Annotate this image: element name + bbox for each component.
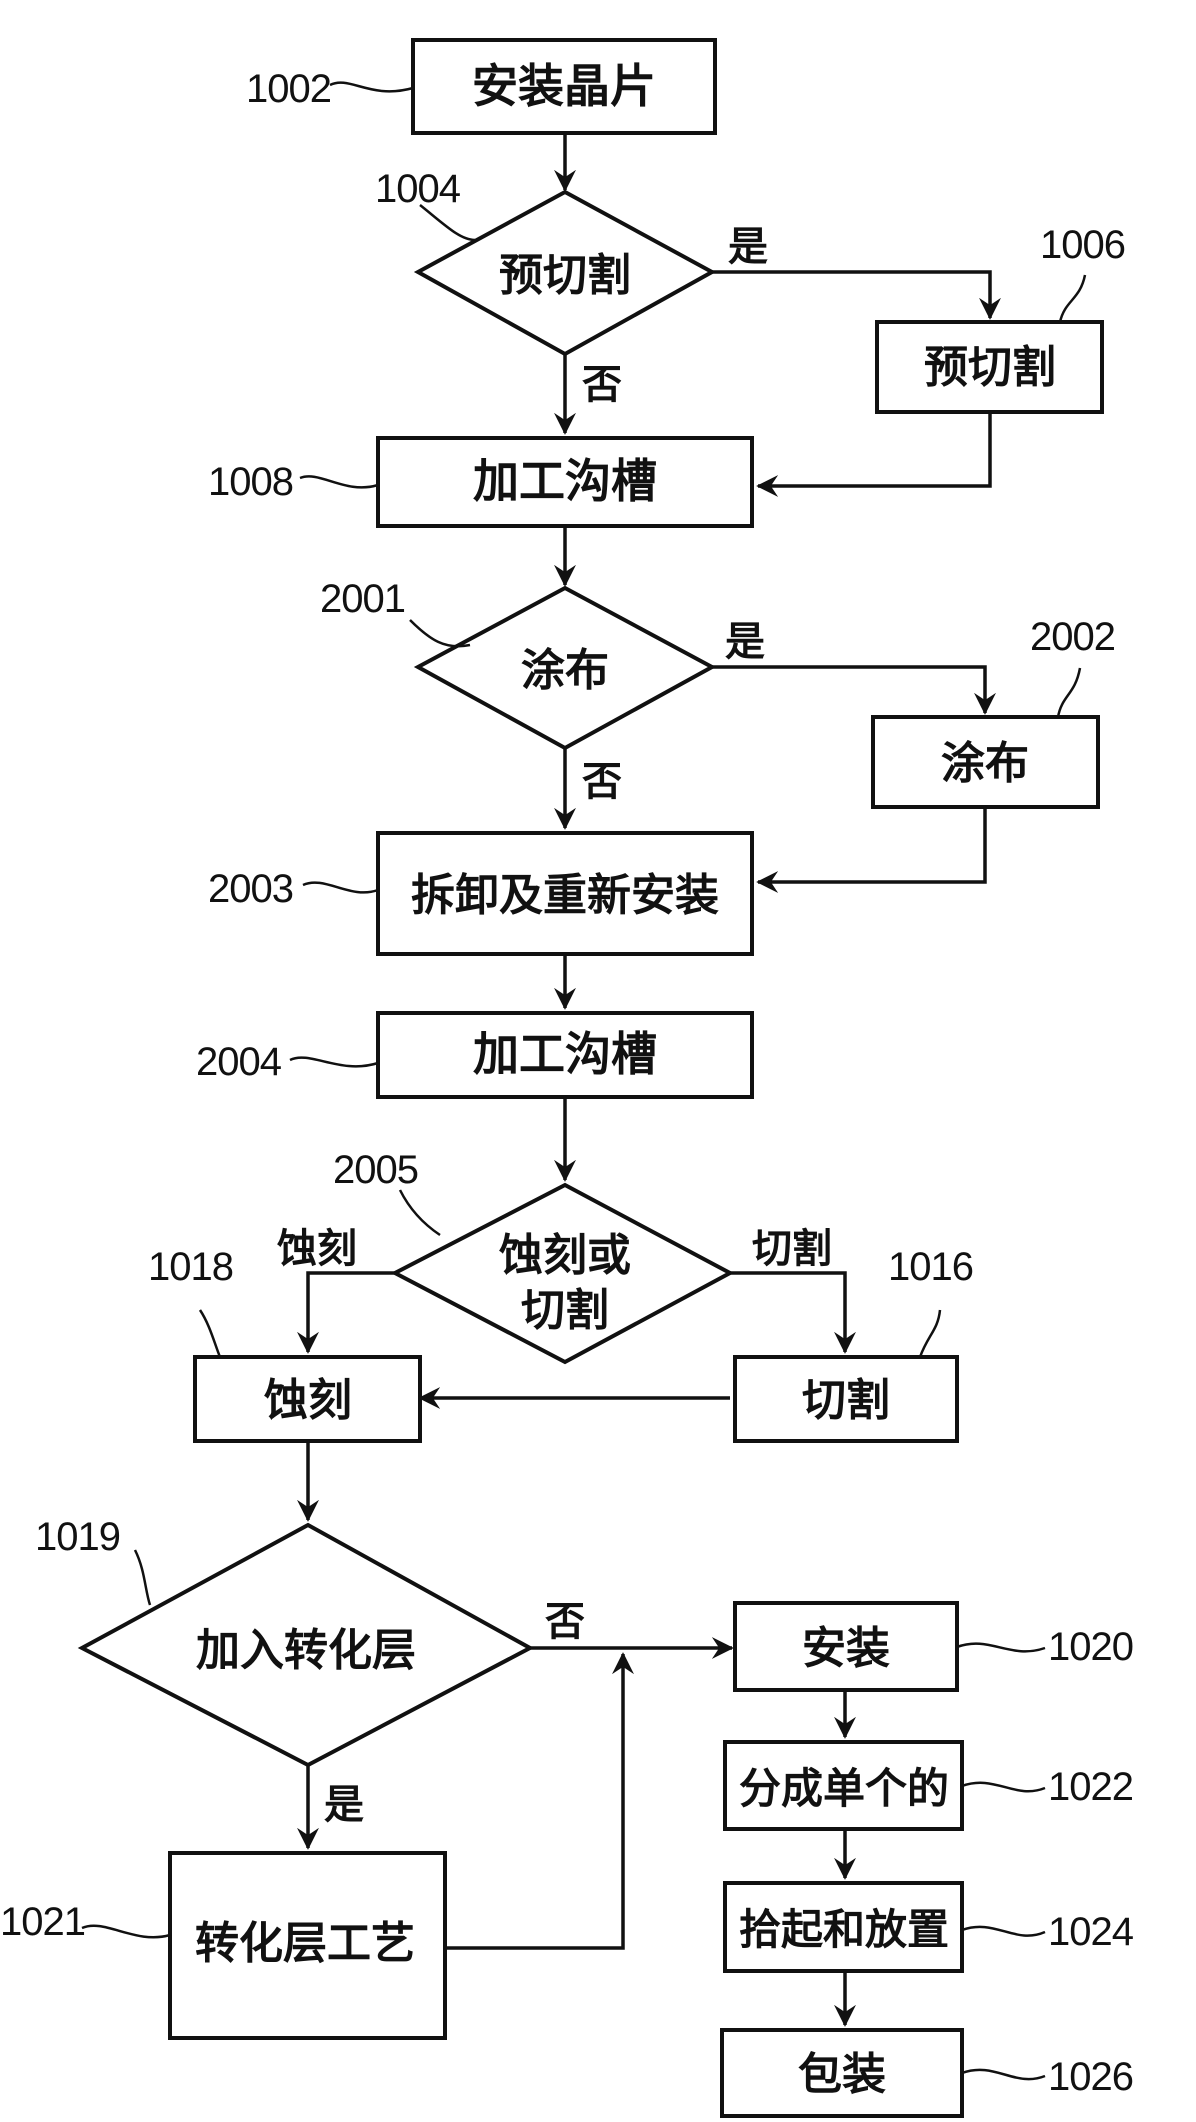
node-2002: 涂布 2002 — [873, 615, 1115, 807]
node-2004-ref: 2004 — [196, 1040, 282, 1084]
edge-1004-yes-label: 是 — [728, 223, 768, 270]
edge-1019-no-label: 否 — [545, 1598, 585, 1645]
node-1002-label: 安装晶片 — [472, 59, 656, 113]
decision-1004-label: 预切割 — [499, 250, 631, 301]
decision-2005: 蚀刻或 切割 2005 — [333, 1148, 730, 1362]
node-1026-label: 包装 — [798, 2049, 886, 2100]
decision-2001-label: 涂布 — [521, 645, 609, 696]
node-2002-label: 涂布 — [941, 738, 1029, 789]
node-1008-ref: 1008 — [208, 460, 293, 504]
decision-1019-ref: 1019 — [35, 1515, 120, 1559]
decision-2001-ref: 2001 — [320, 577, 405, 621]
decision-1019-label: 加入转化层 — [196, 1625, 416, 1676]
node-1022-label: 分成单个的 — [739, 1764, 949, 1813]
node-1021: 转化层工艺 1021 — [0, 1853, 445, 2038]
node-1026-ref: 1026 — [1048, 2055, 1133, 2099]
edge-1004-no-label: 否 — [582, 361, 622, 408]
decision-2005-label-line2: 切割 — [521, 1285, 609, 1336]
node-1006-label: 预切割 — [924, 342, 1056, 393]
decision-1004-ref: 1004 — [375, 167, 461, 211]
node-1024-label: 拾起和放置 — [739, 1905, 949, 1954]
node-1006: 预切割 1006 — [877, 223, 1125, 412]
node-1002: 安装晶片 1002 — [246, 40, 715, 133]
node-1026: 包装 1026 — [722, 2030, 1133, 2116]
edge-2001-no-label: 否 — [582, 758, 622, 805]
node-1022-ref: 1022 — [1048, 1765, 1133, 1809]
node-1021-label: 转化层工艺 — [195, 1918, 415, 1969]
node-1018-ref: 1018 — [148, 1245, 233, 1289]
node-1024-ref: 1024 — [1048, 1910, 1134, 1954]
edge-2005-cut-label: 切割 — [752, 1225, 832, 1272]
edge-2001-yes-label: 是 — [725, 618, 765, 665]
edge-2005-etch-label: 蚀刻 — [277, 1225, 357, 1272]
node-2003-ref: 2003 — [208, 867, 293, 911]
edge-1019-yes-label: 是 — [324, 1781, 364, 1828]
node-1024: 拾起和放置 1024 — [725, 1883, 1134, 1971]
decision-1004: 预切割 1004 — [375, 167, 712, 354]
node-2003: 拆卸及重新安装 2003 — [208, 833, 752, 954]
node-2004: 加工沟槽 2004 — [196, 1013, 752, 1097]
node-1020-label: 安装 — [802, 1623, 890, 1674]
node-1006-ref: 1006 — [1040, 223, 1125, 267]
decision-2005-label-line1: 蚀刻或 — [499, 1230, 631, 1281]
decision-1019: 加入转化层 1019 — [35, 1515, 530, 1765]
node-1008: 加工沟槽 1008 — [208, 438, 752, 526]
node-2002-ref: 2002 — [1030, 615, 1115, 659]
node-1008-label: 加工沟槽 — [473, 454, 657, 508]
node-1018-label: 蚀刻 — [264, 1375, 352, 1426]
node-1020-ref: 1020 — [1048, 1625, 1133, 1669]
node-1022: 分成单个的 1022 — [725, 1742, 1133, 1829]
node-1021-ref: 1021 — [0, 1900, 85, 1944]
decision-2005-ref: 2005 — [333, 1148, 418, 1192]
node-1020: 安装 1020 — [735, 1603, 1133, 1690]
node-1016-label: 切割 — [802, 1375, 890, 1426]
decision-2001: 涂布 2001 — [320, 577, 712, 748]
node-1016-ref: 1016 — [888, 1245, 973, 1289]
node-1002-ref: 1002 — [246, 67, 331, 111]
node-2003-label: 拆卸及重新安装 — [411, 870, 719, 921]
node-2004-label: 加工沟槽 — [473, 1027, 657, 1081]
